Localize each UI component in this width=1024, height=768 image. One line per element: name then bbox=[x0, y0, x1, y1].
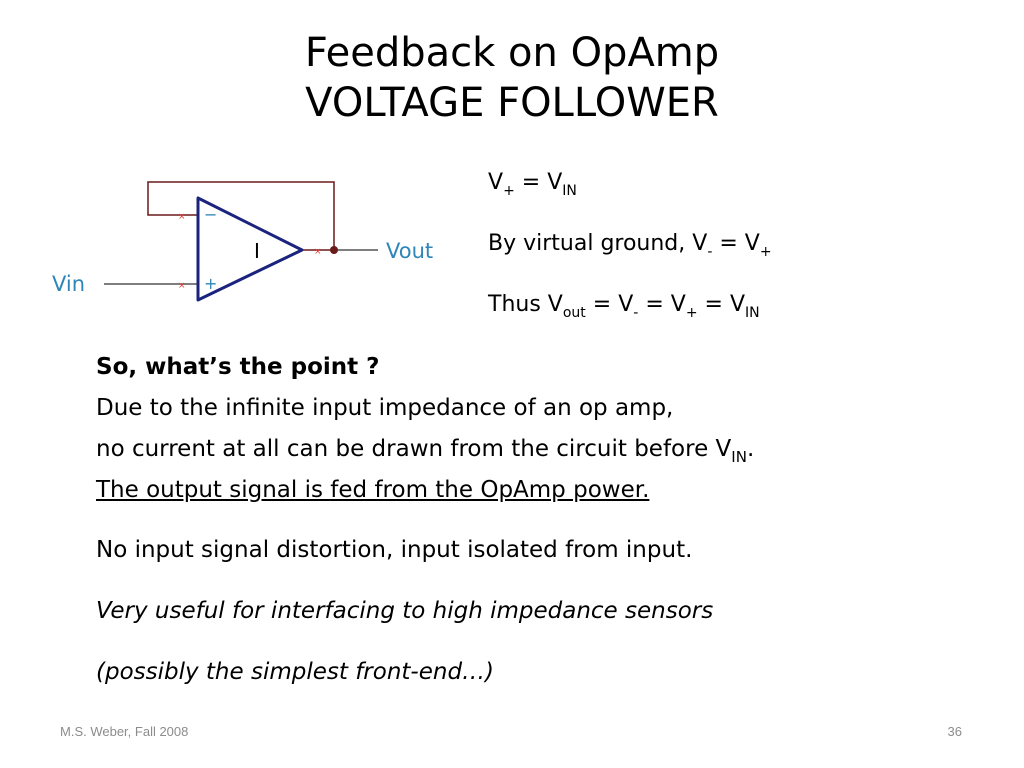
body-line-4: No input signal distortion, input isolat… bbox=[96, 537, 693, 563]
voltage-follower-circuit: × × × − + I Vin Vout bbox=[52, 181, 433, 302]
body-line-6: (possibly the simplest front-end…) bbox=[96, 659, 495, 685]
vout-label: Vout bbox=[386, 239, 433, 263]
pin-marker-out: × bbox=[314, 247, 322, 257]
plus-sign: + bbox=[204, 274, 217, 293]
body-line-3: The output signal is fed from the OpAmp … bbox=[96, 477, 650, 503]
body-line-1: Due to the infinite input impedance of a… bbox=[96, 395, 674, 421]
opamp-triangle bbox=[196, 196, 304, 302]
question-heading: So, what’s the point ? bbox=[96, 354, 380, 380]
equation-3: Thus Vout = V- = V+ = VIN bbox=[488, 292, 760, 321]
title-line-1: Feedback on OpAmp bbox=[304, 30, 720, 76]
pin-marker-plus: × bbox=[178, 281, 186, 291]
body-line-2: no current at all can be drawn from the … bbox=[96, 436, 755, 466]
junction-dot bbox=[330, 246, 338, 254]
vin-label: Vin bbox=[52, 272, 85, 296]
feedback-wire bbox=[147, 181, 335, 250]
pin-marker-minus: × bbox=[178, 212, 186, 222]
footer-author: M.S. Weber, Fall 2008 bbox=[60, 724, 189, 739]
slide-title: Feedback on OpAmp VOLTAGE FOLLOWER bbox=[0, 28, 1024, 128]
title-line-2: VOLTAGE FOLLOWER bbox=[305, 80, 719, 126]
minus-sign: − bbox=[204, 205, 217, 224]
opamp-label: I bbox=[254, 239, 260, 263]
body-line-5: Very useful for interfacing to high impe… bbox=[96, 598, 714, 624]
equation-2: By virtual ground, V- = V+ bbox=[488, 231, 772, 260]
footer-page-number: 36 bbox=[947, 724, 962, 739]
equation-1: V+ = VIN bbox=[488, 170, 577, 199]
